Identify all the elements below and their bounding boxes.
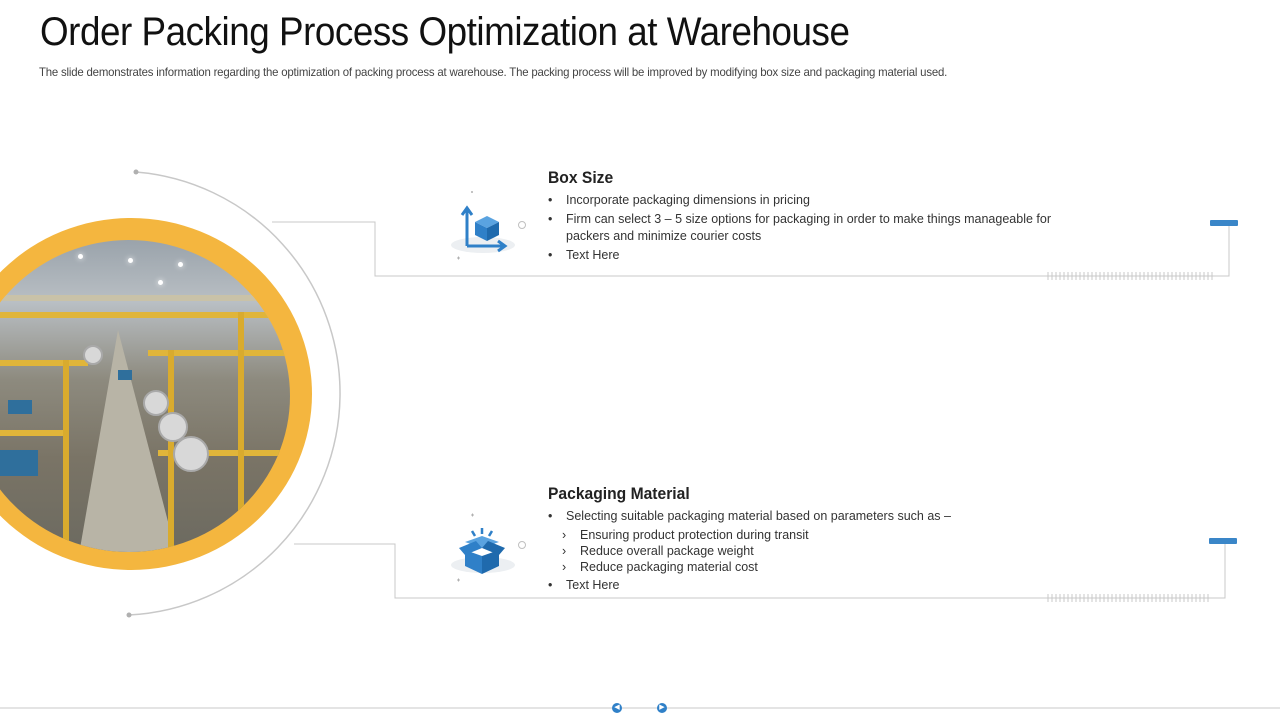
chevron-right-icon: ▶ (659, 704, 665, 711)
box-size-section: Box Size Incorporate packaging dimension… (548, 168, 1088, 266)
section-tag-bottom (1209, 538, 1237, 544)
list-item: Incorporate packaging dimensions in pric… (548, 192, 1088, 209)
list-item: Text Here (548, 247, 1088, 264)
box-dimensions-icon (445, 188, 525, 268)
packaging-material-heading: Packaging Material (548, 484, 690, 503)
next-slide-button[interactable]: ▶ (657, 703, 667, 713)
page-title: Order Packing Process Optimization at Wa… (40, 10, 850, 54)
chevron-left-icon: ◀ (614, 704, 620, 711)
list-item: Selecting suitable packaging material ba… (548, 508, 1088, 525)
list-item: Text Here (548, 577, 1088, 594)
page-subtitle: The slide demonstrates information regar… (39, 65, 948, 79)
box-size-bullets: Incorporate packaging dimensions in pric… (548, 192, 1088, 264)
sub-list-item: Reduce packaging material cost (548, 559, 1088, 575)
open-box-icon (445, 508, 525, 588)
sub-list-item: Ensuring product protection during trans… (548, 527, 1088, 543)
box-size-heading: Box Size (548, 168, 614, 187)
warehouse-photo (0, 240, 290, 552)
sub-list-item: Reduce overall package weight (548, 543, 1088, 559)
list-item: Firm can select 3 – 5 size options for p… (548, 211, 1088, 245)
packaging-material-section: Packaging Material Selecting suitable pa… (548, 484, 1088, 596)
prev-slide-button[interactable]: ◀ (612, 703, 622, 713)
section-tag-top (1210, 220, 1238, 226)
packaging-material-bullets: Selecting suitable packaging material ba… (548, 508, 1088, 594)
